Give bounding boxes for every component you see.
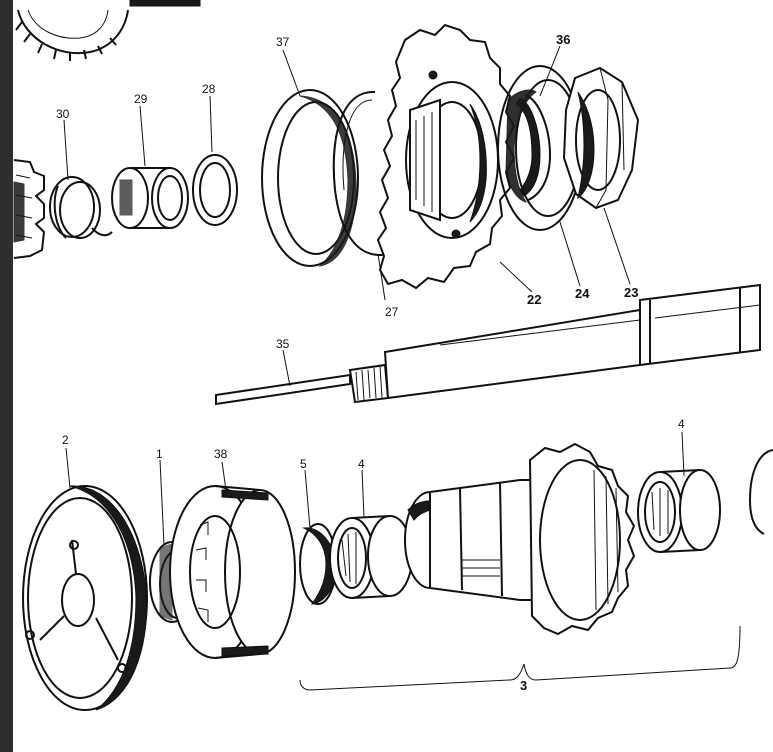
callout-37: 37 <box>276 35 290 49</box>
partial-gear-top-left <box>15 0 201 61</box>
part-22-sprocket <box>376 23 516 290</box>
part-37-ring <box>261 89 359 267</box>
part-35-shaft <box>215 283 761 406</box>
callout-38: 38 <box>214 447 228 461</box>
callout-5: 5 <box>300 457 307 471</box>
part-36-circlip <box>515 94 552 201</box>
page-edge-border <box>0 0 13 752</box>
callout-27: 27 <box>385 305 399 319</box>
callout-24: 24 <box>575 286 590 301</box>
partial-part-right-edge <box>748 449 773 535</box>
callout-4-left: 4 <box>358 457 365 471</box>
part-38-drum <box>169 485 296 659</box>
part-23-hex-nut <box>562 66 640 210</box>
callout-3: 3 <box>520 678 527 693</box>
part-2-cover-plate <box>22 485 148 711</box>
part-4-bearing-right <box>637 469 721 553</box>
callout-35: 35 <box>276 337 290 351</box>
callout-22: 22 <box>527 292 541 307</box>
callout-28: 28 <box>202 82 216 96</box>
partial-gear-left-middle <box>13 159 46 259</box>
callout-30: 30 <box>56 107 70 121</box>
bracket-part-3 <box>299 625 741 691</box>
callout-23: 23 <box>624 285 638 300</box>
leader-lines <box>63 45 685 546</box>
part-28-washer <box>192 154 238 226</box>
part-30-spring-clip <box>49 176 113 239</box>
callout-36: 36 <box>556 32 570 47</box>
callout-1: 1 <box>156 447 163 461</box>
callout-4-right: 4 <box>678 417 685 431</box>
part-4-bearing-left <box>329 515 413 599</box>
callout-2: 2 <box>62 433 69 447</box>
part-29-bushing <box>111 167 189 229</box>
callout-29: 29 <box>134 92 148 106</box>
part-3-pinion-assembly <box>404 442 636 636</box>
